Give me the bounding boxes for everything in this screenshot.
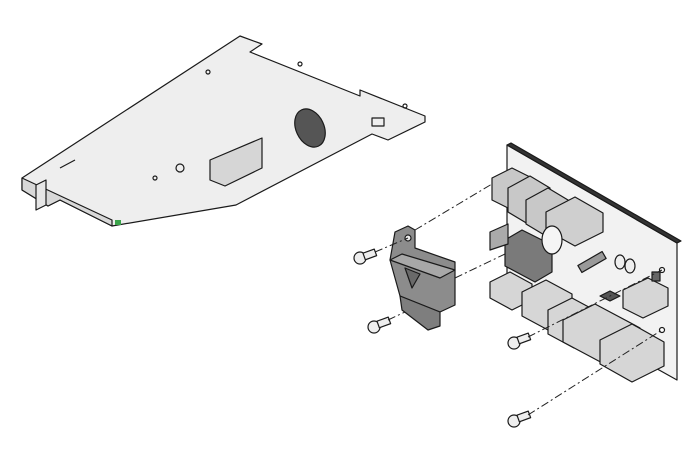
screw xyxy=(353,248,378,265)
warning-triangle-icon xyxy=(404,267,421,289)
assembly-lines xyxy=(374,183,663,416)
circuit-board xyxy=(489,142,682,383)
mounting-plate xyxy=(21,35,426,227)
screw xyxy=(507,410,532,428)
screw xyxy=(507,332,532,350)
cover xyxy=(389,225,456,331)
screw xyxy=(367,316,392,334)
green-led-icon xyxy=(115,220,121,225)
